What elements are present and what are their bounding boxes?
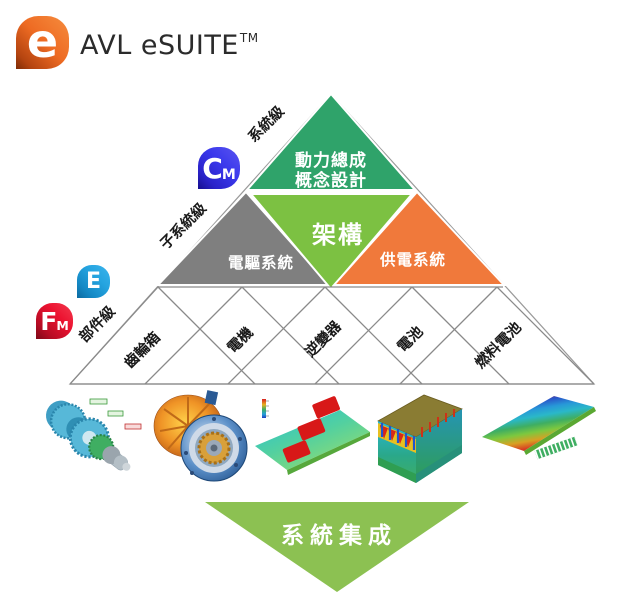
level-label-component: 部件級 bbox=[75, 302, 119, 346]
title-text: AVL eSUITE bbox=[80, 29, 239, 61]
component-gearbox: 齒輪箱 bbox=[120, 328, 164, 372]
badge-subscript: M bbox=[56, 318, 69, 333]
component-battery: 電池 bbox=[393, 322, 427, 356]
badge-letter: E bbox=[85, 269, 102, 294]
avl-esuite-logo-icon: e bbox=[16, 16, 69, 69]
component-emotor: 電機 bbox=[223, 323, 257, 357]
gearbox-simulation-image bbox=[45, 398, 142, 471]
system-integration-label: 系統集成 bbox=[281, 522, 397, 549]
power-supply-triangle bbox=[331, 190, 507, 286]
battery-module-simulation-image bbox=[377, 394, 463, 483]
annotation-green-1 bbox=[89, 398, 108, 405]
badge-letter: C bbox=[202, 151, 223, 185]
e-motor-simulation-image bbox=[153, 390, 248, 482]
badge-subscript: M bbox=[221, 167, 236, 183]
component-grid-lines bbox=[69, 286, 595, 385]
colorbar bbox=[262, 399, 266, 418]
concept-design-label-line1: 動力總成 bbox=[295, 150, 367, 171]
concept-design-label-line2: 概念設計 bbox=[295, 170, 367, 191]
inverter-thermal-map-image bbox=[255, 396, 370, 475]
system-integration-arrow bbox=[205, 502, 469, 592]
component-fuelcell: 燃料電池 bbox=[471, 318, 525, 372]
power-supply-label: 供電系統 bbox=[379, 250, 446, 269]
trademark-sup: TM bbox=[239, 31, 259, 45]
excite-badge-icon: E bbox=[77, 265, 110, 298]
edrive-label: 電驅系統 bbox=[228, 253, 294, 272]
level-label-system: 系統級 bbox=[244, 102, 288, 146]
component-inverter: 逆變器 bbox=[301, 317, 345, 361]
badge-letter: F bbox=[40, 306, 58, 336]
annotation-green-2 bbox=[107, 410, 124, 417]
annotation-red bbox=[124, 423, 142, 430]
component-labels: 齒輪箱 電機 逆變器 電池 燃料電池 bbox=[120, 317, 525, 372]
fuel-cell-plate-simulation-image bbox=[482, 396, 596, 460]
concept-design-triangle bbox=[244, 92, 418, 191]
logo-letter: e bbox=[26, 13, 59, 68]
architecture-label: 架構 bbox=[312, 221, 364, 249]
